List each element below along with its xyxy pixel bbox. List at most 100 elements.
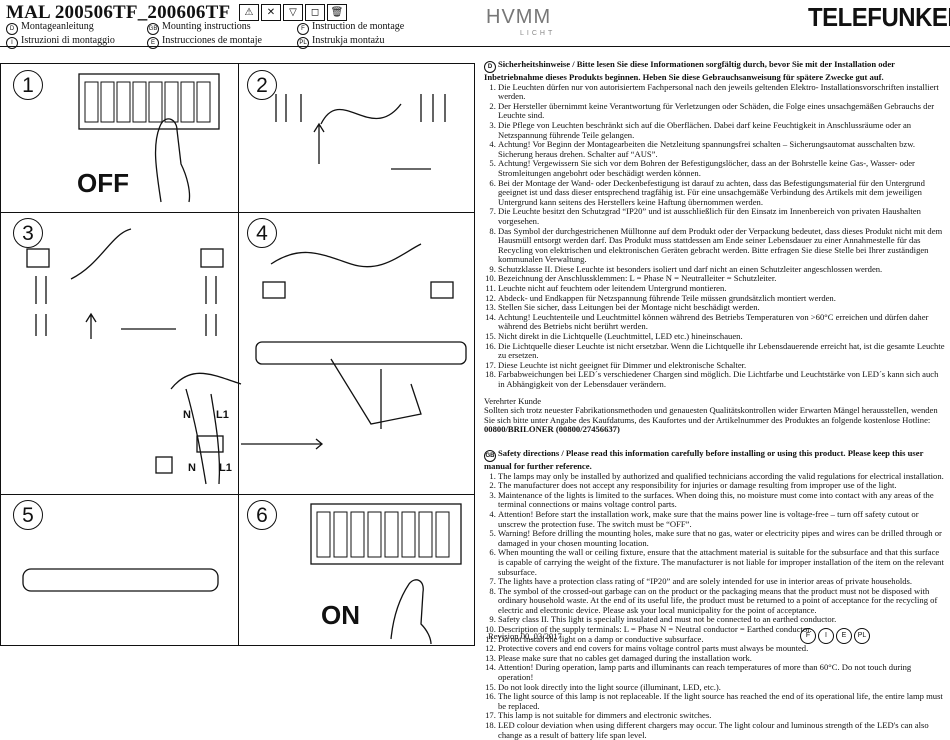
list-item: Abdeck- und Endkappen für Netzspannung f… — [498, 293, 946, 304]
list-item: Attention! Before start the installation… — [498, 509, 946, 529]
list-item: Achtung! Vor Beginn der Montagearbeiten … — [498, 139, 946, 159]
no-icon: ✕ — [261, 4, 281, 21]
document-title: MAL 200506TF_200606TF — [6, 2, 231, 23]
fuse-box-on-illustration — [310, 503, 462, 645]
lang-code-badge: PL — [297, 37, 309, 49]
finished-lamp-illustration — [22, 568, 219, 592]
lang-code-badge: I — [6, 37, 18, 49]
list-item: The lamps may only be installed by autho… — [498, 471, 946, 482]
lang-label: Istruzioni di montaggio — [21, 35, 115, 46]
hvmm-logo: HVMM — [486, 6, 552, 28]
list-item: Der Hersteller übernimmt keine Verantwor… — [498, 101, 946, 121]
list-item: Please make sure that no cables get dama… — [498, 653, 946, 664]
grid-row-line — [1, 212, 474, 213]
terminal-l1-label-2: L1 — [219, 462, 232, 474]
list-item: Die Pflege von Leuchten beschränkt sich … — [498, 120, 946, 140]
hotline-number: 00800/BRILONER (00800/27456637) — [484, 424, 620, 435]
list-item: Achtung! Vergewissern Sie sich vor dem B… — [498, 158, 946, 178]
grid-row-line — [1, 494, 474, 495]
header-divider — [0, 46, 950, 47]
lang-label: Instruction de montage — [312, 21, 405, 32]
f-icon: ▽ — [283, 4, 303, 21]
list-item: Die Lichtquelle dieser Leuchte ist nicht… — [498, 341, 946, 361]
lang-code-badge: PL — [854, 628, 870, 644]
list-item: Warning! Before drilling the mounting ho… — [498, 528, 946, 548]
lang-label: Montageanleitung — [21, 21, 94, 32]
list-item: Maintenance of the lights is limited to … — [498, 490, 946, 510]
fuse-box-illustration — [78, 73, 220, 203]
list-item: Leuchte nicht auf feuchtem oder leitende… — [498, 283, 946, 294]
step-2-badge: 2 — [247, 70, 277, 100]
english-heading-text: Safety directions / Please read this inf… — [484, 447, 924, 471]
german-safety-list: Die Leuchten dürfen nur von autorisierte… — [484, 82, 946, 390]
list-item: This lamp is not suitable for dimmers an… — [498, 711, 946, 721]
list-item: Protective covers and end covers for mai… — [498, 644, 946, 654]
list-item: Die Leuchten dürfen nur von autorisierte… — [498, 82, 946, 102]
step-4-badge: 4 — [247, 218, 277, 248]
step-1-badge: 1 — [13, 70, 43, 100]
brand-logo: TELEFUNKEN — [808, 2, 950, 32]
hvmm-logo-sub: LICHT — [520, 30, 556, 37]
step-3-badge: 3 — [13, 218, 43, 248]
lang-code-badge: D — [6, 23, 18, 35]
step-6-badge: 6 — [247, 500, 277, 530]
dowel-screw-illustration — [275, 94, 446, 170]
grid-vertical-line — [238, 64, 239, 645]
customer-note-title: Verehrter Kunde — [484, 395, 542, 406]
list-item: Do not install the light on a damp or co… — [498, 634, 946, 645]
lang-code-badge: F — [297, 23, 309, 35]
instruction-diagram-grid: 1 2 3 4 5 6 OFF ON — [0, 63, 475, 646]
lang-label: Instrukja montażu — [312, 35, 385, 46]
list-item: The symbol of the crossed-out garbage ca… — [498, 586, 946, 616]
lang-code-badge: E — [836, 628, 852, 644]
list-item: The manufacturer does not accept any res… — [498, 481, 946, 491]
revision-label: Revision 00_03/2017 — [488, 631, 562, 641]
list-item: Das Symbol der durchgestrichenen Müllton… — [498, 226, 946, 265]
bin-icon: 🗑 — [327, 4, 347, 21]
list-item: Do not look directly into the light sour… — [498, 682, 946, 693]
list-item: Description of the supply terminals: L =… — [498, 624, 946, 635]
list-item: Nicht direkt in die Lichtquelle (Leuchtm… — [498, 331, 946, 342]
list-item: Bezeichnung der Anschlussklemmen: L = Ph… — [498, 274, 946, 284]
cable-and-plugs-illustration — [26, 228, 224, 339]
list-item: Schutzklasse II. Diese Leuchte ist beson… — [498, 264, 946, 275]
list-item: Bei der Montage der Wand- oder Deckenbef… — [498, 178, 946, 208]
list-item: Safety class II. This light is specially… — [498, 615, 946, 625]
list-item: Diese Leuchte ist nicht geeignet für Dim… — [498, 360, 946, 371]
footer-language-badges: F I E PL — [800, 628, 870, 644]
assembly-illustrations — [22, 73, 467, 645]
customer-note-body: Sollten sich trotz neuester Fabrikations… — [484, 405, 938, 425]
list-item: Stellen Sie sicher, dass Leitungen bei d… — [498, 303, 946, 313]
lang-label: Mounting instructions — [162, 21, 251, 32]
list-item: Die Leuchte besitzt den Schutzgrad “IP20… — [498, 206, 946, 226]
german-heading-text: Sicherheitshinweise / Bitte lesen Sie di… — [484, 59, 895, 82]
terminal-l1-label: L1 — [216, 409, 229, 421]
list-item: Attention! During operation, lamp parts … — [498, 663, 946, 682]
lang-code-badge: E — [147, 37, 159, 49]
warning-icon-strip: ⚠ ✕ ▽ ◻ 🗑 — [239, 4, 347, 21]
list-item: Achtung! Leuchtenteile und Leuchtmittel … — [498, 312, 946, 332]
lang-label: Instrucciones de montaje — [162, 35, 262, 46]
wiring-detail-illustration — [155, 372, 324, 485]
on-label: ON — [321, 600, 360, 630]
lamp-mounting-illustration — [255, 243, 467, 429]
english-safety-list: The lamps may only be installed by autho… — [484, 471, 946, 740]
lang-code-badge: F — [800, 628, 816, 644]
off-label: OFF — [77, 168, 129, 198]
lang-code-badge: I — [818, 628, 834, 644]
customer-note: Sollten sich trotz neuester Fabrikations… — [484, 405, 946, 435]
list-item: When mounting the wall or ceiling fixtur… — [498, 548, 946, 577]
triangle-icon: ⚠ — [239, 4, 259, 21]
lang-code-badge: GB — [147, 23, 159, 35]
